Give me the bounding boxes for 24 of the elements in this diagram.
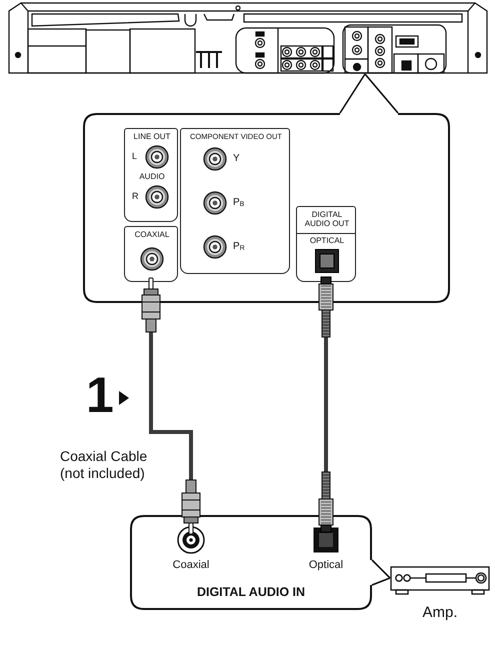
port-group-title: DIGITAL AUDIO OUT xyxy=(304,210,350,228)
jack-label: P$_{B}$ xyxy=(233,197,244,209)
callout-pointer xyxy=(339,73,399,114)
port-group-frame xyxy=(124,226,178,282)
jack-label: Coaxial xyxy=(172,559,210,572)
port-group-frame xyxy=(180,128,290,274)
port-group-frame xyxy=(124,128,178,222)
jack-label: Y xyxy=(233,153,240,165)
jack-label: AUDIO xyxy=(138,172,166,182)
player-rear-drawing xyxy=(8,2,488,74)
jack-label: P$_{R}$ xyxy=(233,241,245,253)
jack-label: OPTICAL xyxy=(308,236,346,246)
coaxial-cable xyxy=(142,278,200,534)
port-group-title: LINE OUT xyxy=(132,132,172,142)
port-group-title: COAXIAL xyxy=(134,230,170,240)
optical-cable xyxy=(318,276,334,532)
device-caption: Amp. xyxy=(421,604,458,622)
jack-label: L xyxy=(132,151,138,162)
jack-label: R xyxy=(132,191,138,202)
callout-pointer xyxy=(371,559,391,586)
port-group-frame xyxy=(296,206,356,282)
panel-title: DIGITAL AUDIO IN xyxy=(196,585,306,600)
jack-label: Optical xyxy=(308,559,344,572)
step-number: 1 xyxy=(86,370,114,420)
